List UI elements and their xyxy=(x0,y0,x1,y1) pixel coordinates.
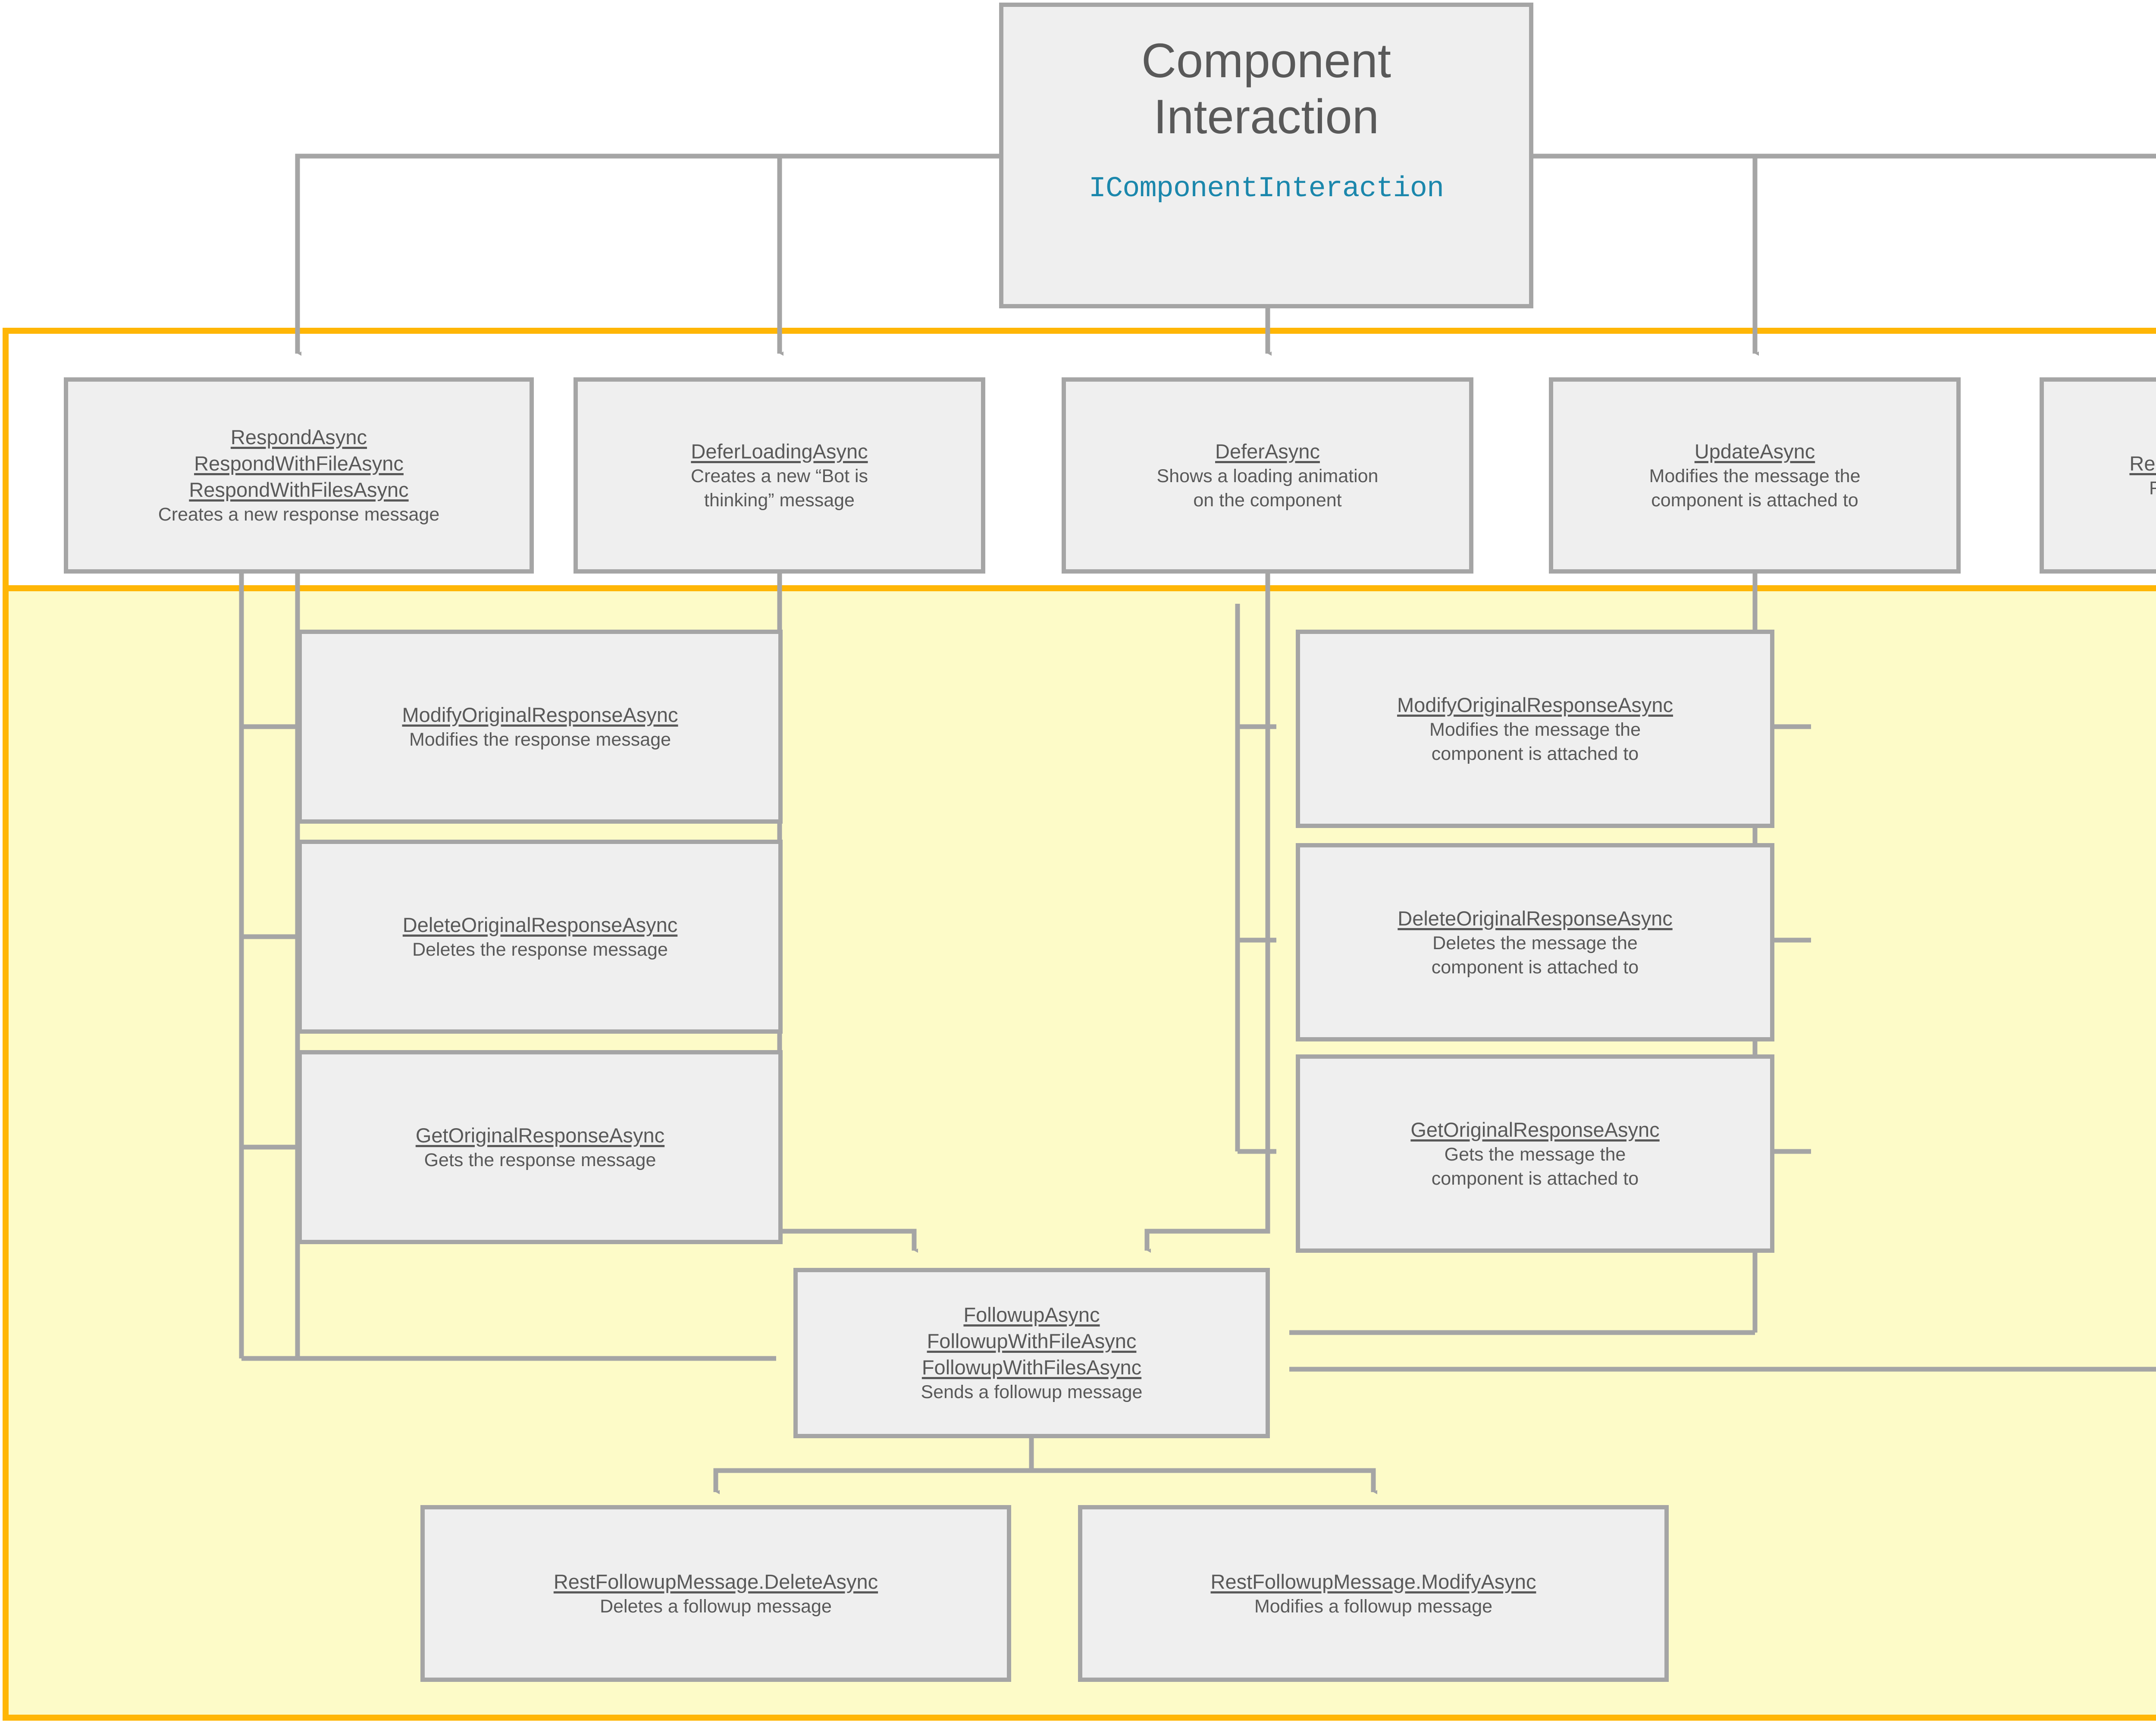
method-name: ModifyOriginalResponseAsync xyxy=(402,703,678,726)
method-description: Deletes the response message xyxy=(412,939,668,960)
method-name: UpdateAsync xyxy=(1694,440,1815,463)
method-description: component is attached to xyxy=(1651,490,1858,511)
node-defer-loading-async[interactable]: DeferLoadingAsync Creates a new “Bot is … xyxy=(573,377,985,574)
method-name: GetOriginalResponseAsync xyxy=(1410,1118,1660,1141)
node-left-modify-original-response-async[interactable]: ModifyOriginalResponseAsync Modifies the… xyxy=(298,630,783,824)
method-description: Creates a new response message xyxy=(158,504,440,525)
node-left-delete-original-response-async[interactable]: DeleteOriginalResponseAsync Deletes the … xyxy=(298,840,783,1034)
root-title-line-1: Component xyxy=(1141,34,1391,88)
method-description: Gets the message the xyxy=(1444,1144,1626,1165)
method-name: DeferAsync xyxy=(1215,440,1320,463)
method-name: FollowupWithFileAsync xyxy=(927,1330,1137,1352)
method-description: Modifies the message the xyxy=(1649,466,1861,487)
method-description: Modifies a followup message xyxy=(1254,1596,1493,1617)
method-description: Shows a loading animation xyxy=(1156,466,1379,487)
method-description: component is attached to xyxy=(1431,957,1639,978)
root-interface-name: IComponentInteraction xyxy=(1088,172,1444,205)
node-mid-get-original-response-async[interactable]: GetOriginalResponseAsync Gets the messag… xyxy=(1296,1054,1774,1253)
node-rest-followup-message-modify-async[interactable]: RestFollowupMessage.ModifyAsync Modifies… xyxy=(1078,1505,1669,1682)
node-component-interaction[interactable]: Component Interaction IComponentInteract… xyxy=(999,3,1533,308)
method-description: thinking” message xyxy=(704,490,855,511)
method-name: RespondWithModalAsync xyxy=(2129,452,2156,475)
method-name: FollowupWithFilesAsync xyxy=(921,1356,1142,1379)
method-name: RestFollowupMessage.ModifyAsync xyxy=(1210,1570,1536,1593)
method-name: RestFollowupMessage.DeleteAsync xyxy=(553,1570,878,1593)
method-name: DeleteOriginalResponseAsync xyxy=(1398,906,1673,930)
node-followup-async[interactable]: FollowupAsync FollowupWithFileAsync Foll… xyxy=(793,1268,1270,1438)
method-name: RespondWithFilesAsync xyxy=(189,478,409,502)
method-name: RespondWithFileAsync xyxy=(194,452,404,475)
node-respond-with-modal-async[interactable]: RespondWithModalAsync Responds with a mo… xyxy=(2040,377,2156,574)
method-name: ModifyOriginalResponseAsync xyxy=(1397,693,1673,716)
node-respond-async[interactable]: RespondAsync RespondWithFileAsync Respon… xyxy=(64,377,534,574)
method-name: DeleteOriginalResponseAsync xyxy=(402,913,678,936)
method-description: Deletes the message the xyxy=(1432,932,1638,953)
method-description: component is attached to xyxy=(1431,1168,1639,1189)
node-update-async[interactable]: UpdateAsync Modifies the message the com… xyxy=(1549,377,1961,574)
method-description: Sends a followup message xyxy=(921,1382,1143,1403)
method-description: Creates a new “Bot is xyxy=(690,466,868,487)
method-name: FollowupAsync xyxy=(963,1303,1100,1326)
node-defer-async[interactable]: DeferAsync Shows a loading animation on … xyxy=(1062,377,1473,574)
node-mid-modify-original-response-async[interactable]: ModifyOriginalResponseAsync Modifies the… xyxy=(1296,630,1774,828)
method-description: on the component xyxy=(1193,490,1342,511)
node-left-get-original-response-async[interactable]: GetOriginalResponseAsync Gets the respon… xyxy=(298,1050,783,1244)
method-description: Modifies the response message xyxy=(409,729,671,750)
method-description: Responds with a modal xyxy=(2149,478,2156,499)
method-description: Modifies the message the xyxy=(1429,719,1641,740)
node-mid-delete-original-response-async[interactable]: DeleteOriginalResponseAsync Deletes the … xyxy=(1296,843,1774,1041)
root-title-line-2: Interaction xyxy=(1153,89,1379,144)
node-rest-followup-message-delete-async[interactable]: RestFollowupMessage.DeleteAsync Deletes … xyxy=(420,1505,1011,1682)
method-name: RespondAsync xyxy=(230,425,367,448)
method-description: Deletes a followup message xyxy=(600,1596,832,1617)
method-name: GetOriginalResponseAsync xyxy=(415,1123,665,1147)
method-description: Gets the response message xyxy=(424,1149,656,1170)
method-name: DeferLoadingAsync xyxy=(691,440,868,463)
method-description: component is attached to xyxy=(1431,743,1639,764)
